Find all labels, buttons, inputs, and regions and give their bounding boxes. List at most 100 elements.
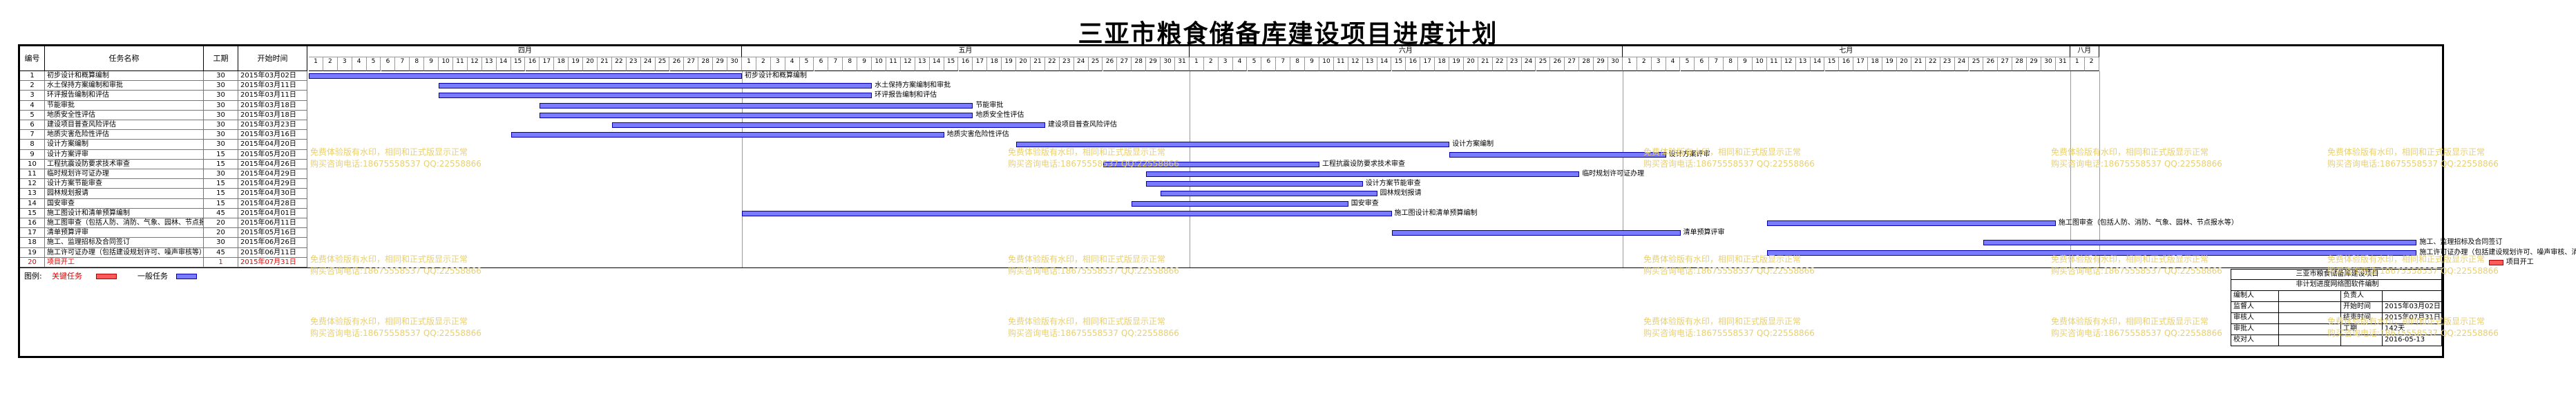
task-start: 2015年03月11日	[238, 91, 307, 101]
task-bar[interactable]	[1983, 240, 2417, 246]
legend-normal-swatch	[176, 274, 197, 279]
task-bar[interactable]	[1146, 181, 1363, 187]
day-header: 29	[1146, 57, 1161, 71]
task-start: 2015年03月16日	[238, 130, 307, 140]
watermark-line1: 免费体验版有水印，相同和正式版显示正常	[310, 254, 468, 264]
day-header: 17	[1420, 57, 1435, 71]
task-bar[interactable]	[1766, 220, 2056, 226]
info-key: 审批人	[2231, 324, 2279, 335]
day-header: 25	[655, 57, 670, 71]
task-no: 17	[20, 228, 45, 238]
day-header: 2	[1203, 57, 1219, 71]
task-bar[interactable]	[439, 93, 872, 99]
day-header: 3	[770, 57, 785, 71]
task-bar[interactable]	[511, 132, 944, 138]
day-header: 6	[1261, 57, 1277, 71]
day-header: 13	[481, 57, 497, 71]
task-bar-label: 设计方案节能审查	[1365, 180, 1421, 188]
task-start: 2015年03月11日	[238, 81, 307, 91]
watermark-text: 免费体验版有水印，相同和正式版显示正常购买咨询电话:18675558537 QQ…	[2051, 254, 2222, 277]
task-bar[interactable]	[1016, 142, 1450, 148]
task-name[interactable]: 施工许可证办理（包括建设规划许可、噪声审核等）	[45, 247, 204, 258]
task-bar[interactable]	[1449, 151, 1666, 158]
task-bar[interactable]	[742, 210, 1392, 216]
task-duration: 30	[204, 120, 238, 131]
task-bar[interactable]	[309, 73, 742, 79]
watermark-line1: 免费体验版有水印，相同和正式版显示正常	[1008, 147, 1166, 157]
task-name[interactable]: 设计方案评审	[45, 149, 204, 160]
task-bar[interactable]	[540, 112, 973, 118]
task-bar[interactable]	[1766, 250, 2417, 256]
day-header: 5	[1680, 57, 1695, 71]
task-name[interactable]: 工程抗震设防要求技术审查	[45, 159, 204, 169]
task-name[interactable]: 地质安全性评估	[45, 110, 204, 120]
day-header: 1	[2070, 57, 2085, 71]
task-start: 2015年04月29日	[238, 169, 307, 180]
watermark-text: 免费体验版有水印，相同和正式版显示正常购买咨询电话:18675558537 QQ…	[1643, 316, 1815, 339]
watermark-line1: 免费体验版有水印，相同和正式版显示正常	[2051, 254, 2209, 264]
day-header: 22	[1925, 57, 1940, 71]
watermark-line1: 免费体验版有水印，相同和正式版显示正常	[1643, 147, 1802, 157]
task-duration: 15	[204, 159, 238, 169]
day-header: 5	[1247, 57, 1262, 71]
watermark-text: 免费体验版有水印，相同和正式版显示正常购买咨询电话:18675558537 QQ…	[2051, 316, 2222, 339]
task-name[interactable]: 清单预算评审	[45, 228, 204, 238]
task-name[interactable]: 设计方案节能审查	[45, 179, 204, 189]
day-header: 3	[1651, 57, 1666, 71]
task-bar[interactable]	[611, 122, 1045, 128]
task-bar-label: 设计方案评审	[1668, 150, 1710, 158]
day-header: 20	[583, 57, 598, 71]
info-blank	[2279, 335, 2341, 346]
watermark-line1: 免费体验版有水印，相同和正式版显示正常	[1643, 317, 1802, 326]
watermark-line2: 购买咨询电话:18675558537 QQ:22558866	[1008, 328, 1179, 338]
task-bar[interactable]	[1391, 230, 1681, 236]
task-bar[interactable]	[1103, 161, 1319, 167]
day-header: 11	[453, 57, 468, 71]
day-header: 25	[1536, 57, 1551, 71]
watermark-line2: 购买咨询电话:18675558537 QQ:22558866	[310, 328, 481, 338]
task-name[interactable]: 施工、监理招标及合同签订	[45, 238, 204, 248]
info-field	[2341, 335, 2383, 346]
day-header: 17	[1853, 57, 1869, 71]
watermark-line1: 免费体验版有水印，相同和正式版显示正常	[2327, 317, 2486, 326]
task-duration: 20	[204, 228, 238, 238]
task-bar[interactable]	[540, 102, 973, 109]
task-name[interactable]: 建设项目普查风险评估	[45, 120, 204, 131]
task-duration: 20	[204, 218, 238, 229]
task-name[interactable]: 园林规划报请	[45, 189, 204, 199]
day-header: 13	[1795, 57, 1811, 71]
day-header: 15	[1391, 57, 1406, 71]
task-bar[interactable]	[439, 83, 872, 89]
watermark-line2: 购买咨询电话:18675558537 QQ:22558866	[310, 266, 481, 276]
task-name[interactable]: 环评报告编制和评估	[45, 91, 204, 101]
day-header: 1	[742, 57, 756, 71]
task-name[interactable]: 施工图设计和清单预算编制	[45, 208, 204, 218]
task-name[interactable]: 项目开工	[45, 257, 204, 267]
task-name[interactable]: 国安审查	[45, 198, 204, 209]
task-name[interactable]: 初步设计和概算编制	[45, 71, 204, 82]
day-header: 7	[828, 57, 843, 71]
task-name[interactable]: 设计方案编制	[45, 140, 204, 150]
watermark-line1: 免费体验版有水印，相同和正式版显示正常	[1008, 317, 1166, 326]
day-header: 3	[337, 57, 352, 71]
watermark-text: 免费体验版有水印，相同和正式版显示正常购买咨询电话:18675558537 QQ…	[1008, 254, 1179, 277]
day-header: 6	[1695, 57, 1710, 71]
watermark-line1: 免费体验版有水印，相同和正式版显示正常	[2051, 317, 2209, 326]
header-name: 任务名称	[45, 46, 204, 71]
task-bar[interactable]	[1161, 191, 1377, 197]
task-name[interactable]: 水土保持方案编制和审批	[45, 81, 204, 91]
day-header: 2	[756, 57, 771, 71]
info-value: 2015年07月31日	[2383, 313, 2442, 324]
task-name[interactable]: 施工图审查（包括人防、消防、气象、园林、节点报水等）	[45, 218, 204, 229]
day-header: 2	[323, 57, 338, 71]
task-name[interactable]: 节能审批	[45, 100, 204, 111]
task-bar[interactable]	[1132, 200, 1348, 207]
task-name[interactable]: 临时规划许可证办理	[45, 169, 204, 180]
task-name[interactable]: 地质灾害危险性评估	[45, 130, 204, 140]
legend-critical-swatch	[96, 274, 117, 279]
task-no: 15	[20, 208, 45, 218]
task-duration: 30	[204, 81, 238, 91]
task-bar[interactable]	[2488, 259, 2503, 265]
task-bar[interactable]	[1146, 171, 1580, 177]
